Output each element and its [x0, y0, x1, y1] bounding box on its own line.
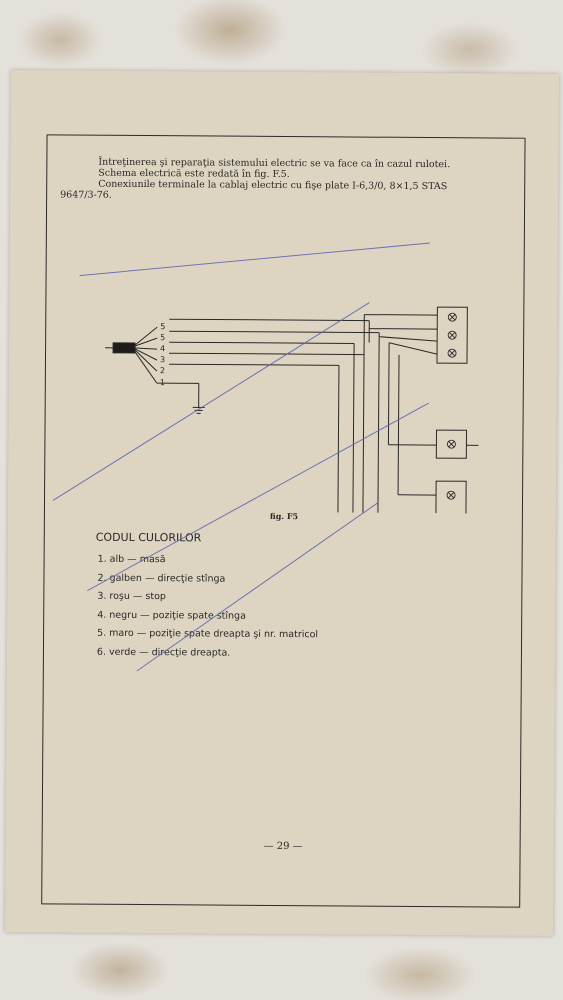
wire-number-1: 1 — [160, 378, 165, 387]
pen-marks — [52, 242, 430, 672]
wiring-diagram: 5 5 4 3 2 1 — [105, 306, 479, 514]
book-page: Întreţinerea şi reparaţia sistemului ele… — [4, 70, 560, 936]
wire-number-5b: 5 — [160, 333, 165, 342]
wire-number-3: 3 — [160, 355, 165, 364]
wire-number-5a: 5 — [160, 322, 165, 331]
wire-number-4: 4 — [160, 344, 165, 353]
wire-number-2: 2 — [160, 366, 165, 375]
